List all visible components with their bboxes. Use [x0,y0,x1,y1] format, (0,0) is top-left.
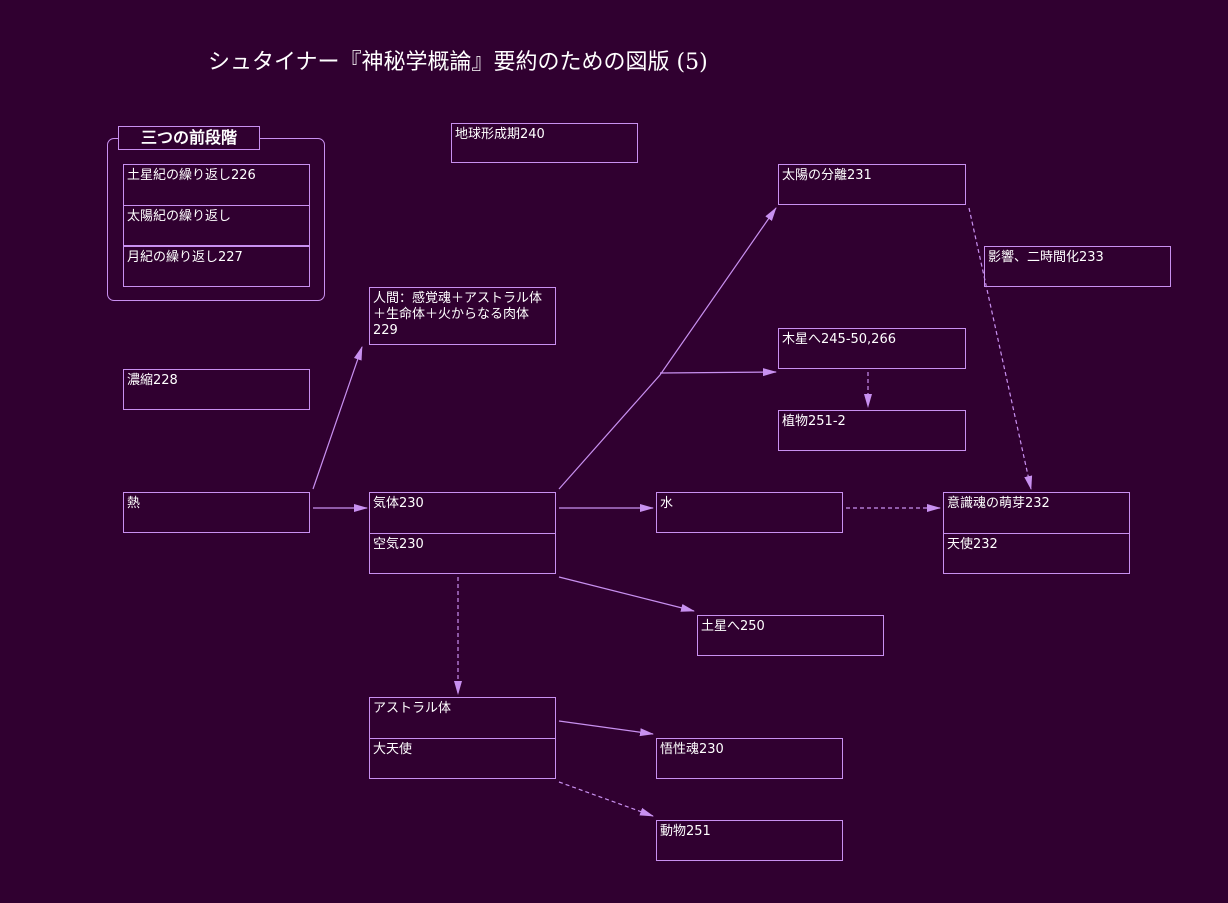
edge-heat-to-human [312,346,363,490]
node-archangels[interactable]: 大天使 [369,738,556,779]
node-condensation[interactable]: 濃縮228 [123,369,310,410]
three-stages-title: 三つの前段階 [118,126,260,150]
node-human[interactable]: 人間：感覚魂＋アストラル体＋生命体＋火からなる肉体229 [369,287,556,345]
node-to-saturn[interactable]: 土星へ250 [697,615,884,656]
node-air[interactable]: 空気230 [369,533,556,574]
edge-astral-to-intellectual-soul [558,720,654,737]
node-moon-repeat[interactable]: 月紀の繰り返し227 [123,246,310,287]
edge-gas-to-sun-separation [558,207,777,490]
node-intellectual-soul[interactable]: 悟性魂230 [656,738,843,779]
node-water[interactable]: 水 [656,492,843,533]
node-heat[interactable]: 熱 [123,492,310,533]
edge-branch-to-jupiter [659,368,777,377]
edge-astral-to-animals [558,781,654,817]
node-angels[interactable]: 天使232 [943,533,1130,574]
diagram-title: シュタイナー『神秘学概論』要約のための図版 (5) [208,50,708,75]
node-earth-formation[interactable]: 地球形成期240 [451,123,638,163]
edge-sun-separation-to-consciousness [968,207,1033,490]
node-sun-separation[interactable]: 太陽の分離231 [778,164,966,205]
node-influence[interactable]: 影響、二時間化233 [984,246,1171,287]
node-plants[interactable]: 植物251-2 [778,410,966,451]
edge-gas-to-saturn [558,576,695,612]
node-animals[interactable]: 動物251 [656,820,843,861]
node-sun-repeat[interactable]: 太陽紀の繰り返し [123,205,310,246]
node-to-jupiter[interactable]: 木星へ245-50,266 [778,328,966,369]
